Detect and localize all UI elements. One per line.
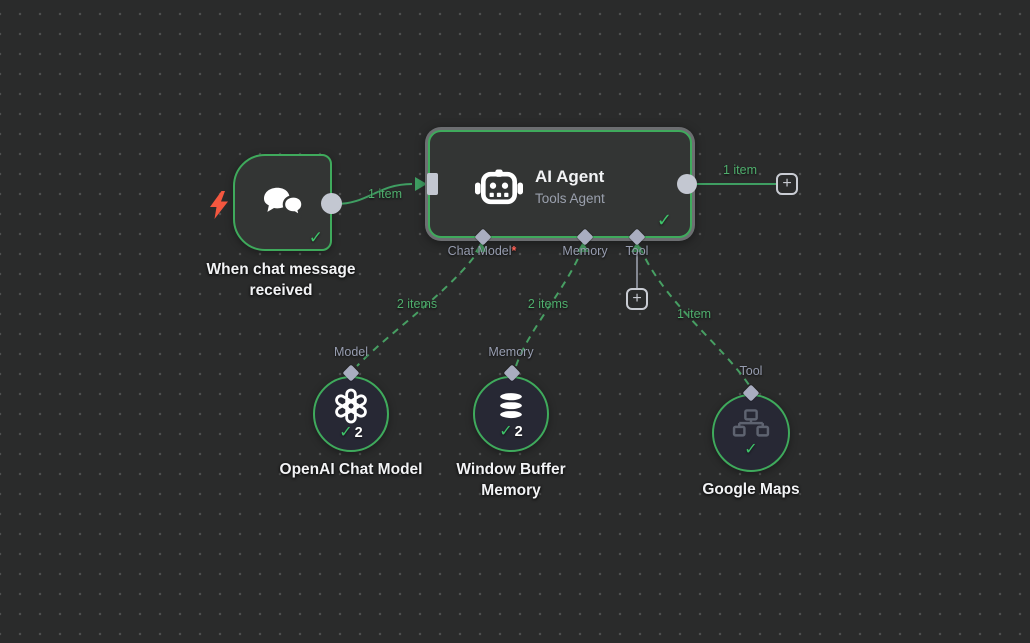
chat-model-arrow: [475, 242, 487, 252]
connection-tool[interactable]: [639, 246, 750, 386]
maps-port-label: Tool: [739, 364, 763, 378]
agent-subtitle: Tools Agent: [535, 191, 605, 206]
label-trigger-items: 1 item: [367, 187, 403, 201]
trigger-node-label: When chat message received: [206, 261, 356, 299]
openai-logo-icon: [335, 388, 367, 423]
agent-port-label-memory: Memory: [562, 244, 608, 258]
agent-port-label-chat-model: Chat Model*: [447, 244, 517, 258]
node-when-chat-message-received[interactable]: ✓: [233, 154, 332, 251]
connection-trigger-to-agent[interactable]: [335, 183, 413, 205]
label-tool-items: 1 item: [676, 307, 712, 321]
trigger-status-check: ✓: [308, 228, 323, 247]
chat-bubbles-icon: [263, 187, 304, 219]
memory-run-count: 2: [514, 423, 523, 440]
add-node-button-output[interactable]: +: [776, 173, 798, 195]
database-icon: [498, 390, 524, 420]
connection-chat-model[interactable]: [356, 246, 482, 367]
label-memory-items: 2 items: [527, 297, 569, 311]
openai-run-count: 2: [354, 424, 363, 441]
robot-icon: [475, 169, 523, 205]
connection-memory[interactable]: [515, 246, 584, 367]
node-ai-agent[interactable]: AI Agent Tools Agent ✓: [425, 127, 695, 241]
memory-port-label: Memory: [488, 345, 534, 359]
openai-status-check: ✓: [339, 423, 353, 441]
trigger-output-port[interactable]: [321, 193, 342, 214]
node-google-maps[interactable]: ✓: [712, 394, 790, 472]
agent-input-port[interactable]: [427, 173, 438, 195]
required-asterisk: *: [511, 244, 517, 258]
openai-port-label: Model: [333, 345, 369, 359]
maps-node-label: Google Maps: [702, 481, 800, 498]
label-chat-model-items: 2 items: [396, 297, 438, 311]
memory-status-check: ✓: [499, 422, 513, 440]
tool-arrow: [631, 242, 643, 252]
maps-status-check: ✓: [744, 440, 758, 458]
memory-arrow: [577, 242, 589, 252]
agent-port-label-tool: Tool: [625, 244, 649, 258]
label-output-items: 1 item: [722, 163, 758, 177]
add-node-button-tool[interactable]: +: [626, 288, 648, 310]
openai-node-label: OpenAI Chat Model: [279, 461, 423, 478]
node-window-buffer-memory[interactable]: ✓ 2: [473, 376, 549, 452]
trigger-bolt-icon: [210, 191, 228, 219]
agent-status-check: ✓: [656, 210, 672, 230]
agent-title: AI Agent: [535, 167, 605, 186]
node-openai-chat-model[interactable]: ✓ 2: [313, 376, 389, 452]
network-icon: [732, 408, 770, 437]
connection-arrow: [415, 177, 427, 191]
agent-output-port[interactable]: [677, 174, 697, 194]
memory-node-label: Window Buffer Memory: [456, 461, 566, 499]
